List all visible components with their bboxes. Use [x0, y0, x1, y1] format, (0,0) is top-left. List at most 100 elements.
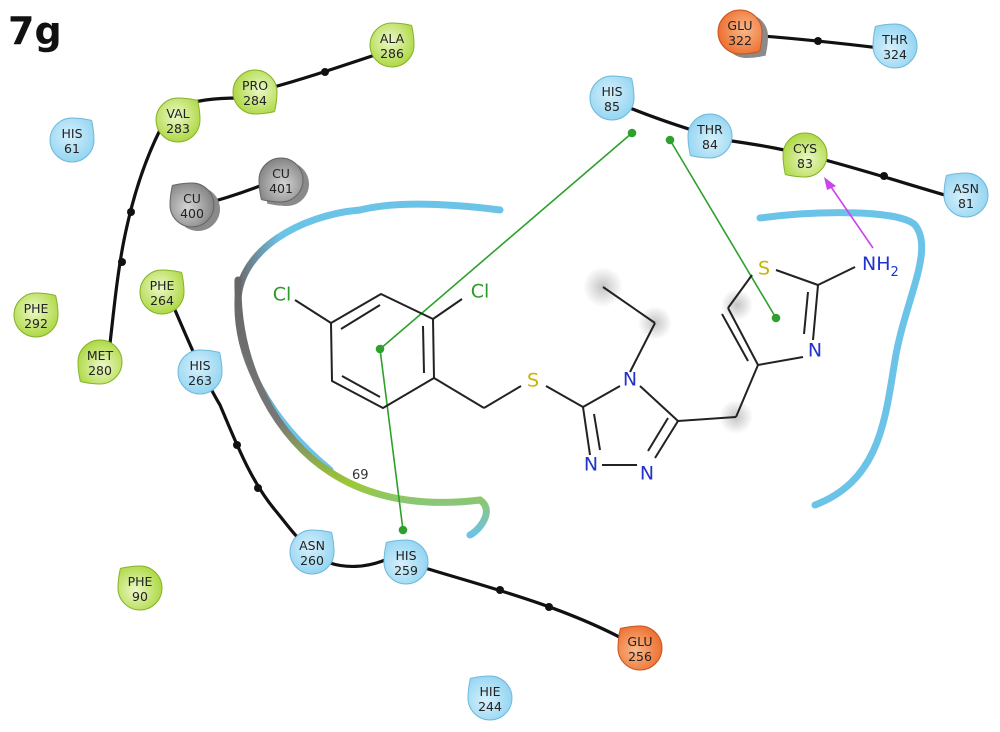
bond-c4-c5t [727, 307, 759, 366]
residue-marker-shape [782, 132, 828, 178]
residue-name: HIE [480, 684, 501, 699]
bond-c5-n1-double [647, 417, 669, 452]
residue-number: 322 [728, 33, 752, 48]
residue-marker-shape [687, 113, 733, 159]
residue-marker-shape [13, 292, 59, 338]
joint [321, 68, 329, 76]
residue-number: 264 [150, 293, 174, 308]
residue-name: HIS [61, 126, 82, 141]
residue-name: CU [272, 166, 290, 181]
residue-number: 400 [180, 206, 204, 221]
residue-marker-shape [139, 269, 185, 315]
residue-name: THR [881, 32, 908, 47]
bond-c-cl-right [432, 298, 463, 320]
solvent-exposure-halos [583, 267, 753, 434]
bond-s-c2 [775, 269, 819, 286]
atom-n-thiazole: N [808, 340, 822, 362]
residue-marker-shape [155, 97, 201, 143]
backbone-met280-val283 [106, 128, 162, 362]
residue-name: VAL [166, 106, 189, 121]
residue-number: 263 [188, 373, 212, 388]
residue-marker-shape [383, 539, 429, 585]
residue-name: GLU [727, 18, 752, 33]
residue-marker-shape [232, 69, 278, 115]
residue-marker-shape [467, 675, 513, 721]
residue-marker-shape [258, 157, 304, 203]
residue-marker-shape [717, 9, 763, 55]
residue-name: PHE [128, 574, 153, 589]
bond-s-triazole [545, 385, 584, 408]
residue-number: 84 [702, 137, 718, 152]
residue-marker-shape [117, 565, 163, 611]
ligand-structure [294, 266, 856, 466]
residue-number: 260 [300, 553, 324, 568]
residue-name: THR [696, 122, 723, 137]
benzene-inner-bond [340, 304, 381, 330]
residue-marker-shape [77, 339, 123, 385]
bond-c2-n3 [812, 284, 819, 341]
atom-s-thiazole: S [758, 258, 770, 280]
residue-name: CYS [793, 141, 817, 156]
residue-number: 61 [64, 141, 80, 156]
pi-dot [627, 128, 637, 138]
bond-c5t-s [727, 274, 753, 309]
bond-ch2-ch3 [602, 286, 656, 324]
bond-ch2-thiazole [735, 364, 759, 418]
residue-number: 259 [394, 563, 418, 578]
residue-marker-shape [589, 75, 635, 121]
atom-n4: N [623, 369, 637, 391]
residue-markers: HIS61VAL283PRO284ALA286CU400CU401PHE292P… [13, 9, 989, 721]
benzene-inner-bond [341, 375, 381, 398]
residue-marker-shape [49, 117, 95, 163]
residue-number: 283 [166, 121, 190, 136]
pi-line-his259-benzene [379, 348, 404, 531]
residue-number: 292 [24, 316, 48, 331]
atom-cl-right: Cl [471, 281, 490, 303]
pocket-right-boundary [756, 209, 926, 509]
binding-pocket-outline: 69 [234, 200, 926, 539]
bond-n2-c3-double [593, 413, 601, 451]
bond-c5-ch2 [677, 416, 737, 422]
residue-number: 324 [883, 47, 907, 62]
residue-name: GLU [627, 634, 652, 649]
atom-labels: Cl Cl S N N N S N NH2 [273, 253, 899, 485]
pocket-exposure-label: 69 [352, 468, 369, 483]
pi-dot [771, 313, 781, 323]
bond-n4-ch2 [629, 322, 656, 373]
atom-s-linker: S [527, 370, 539, 392]
residue-marker-shape [369, 22, 415, 68]
backbone-asn260-his259 [328, 558, 387, 568]
joint [233, 441, 241, 449]
bond-ch2-s [483, 385, 522, 409]
bond-c-cl-left [294, 299, 332, 324]
pi-dot [665, 135, 675, 145]
atom-n1: N [640, 463, 654, 485]
pocket-left-boundary [234, 206, 364, 474]
residue-number: 284 [243, 93, 267, 108]
hbond-line-nh2-cys83 [828, 183, 874, 249]
residue-name: PHE [24, 301, 49, 316]
atom-nh2-main: NH [862, 253, 891, 275]
pi-line-his85-benzene [379, 132, 633, 350]
bond-c2-n3-double [803, 291, 809, 335]
bond-c5-n1 [654, 420, 679, 459]
residue-name: HIS [395, 548, 416, 563]
backbone-his259-glu256 [423, 566, 627, 642]
pi-line-thr84-thiazole [669, 139, 777, 319]
pi-stacking-interactions [375, 128, 781, 535]
residue-name: ALA [380, 31, 405, 46]
